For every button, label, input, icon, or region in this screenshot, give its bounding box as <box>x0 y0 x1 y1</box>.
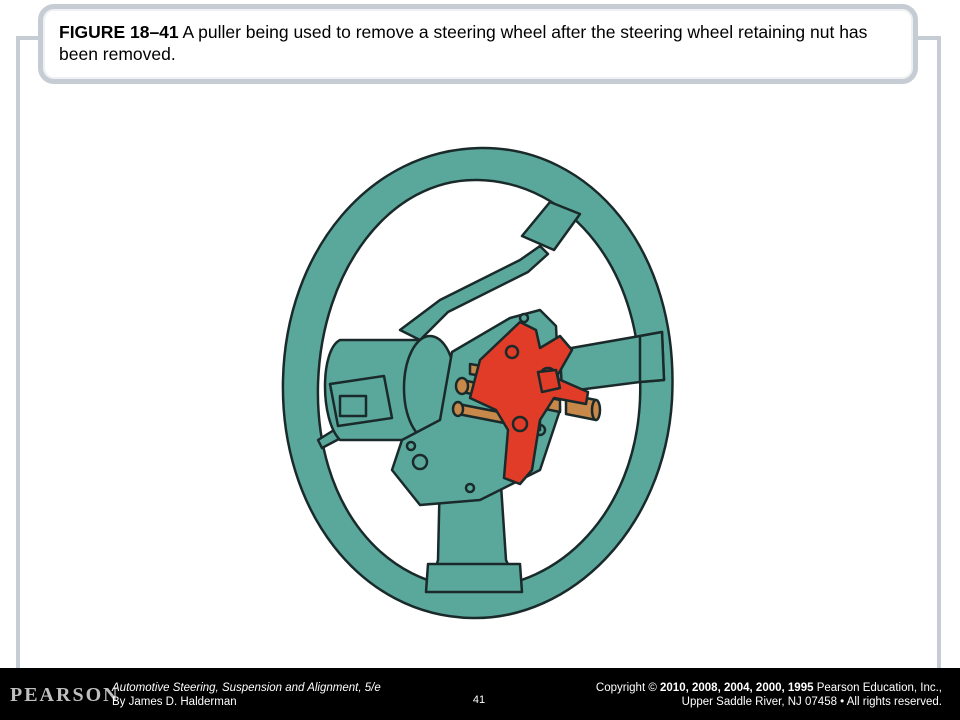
caption-box: FIGURE 18–41 A puller being used to remo… <box>38 4 918 84</box>
copyright-line-1: Copyright © 2010, 2008, 2004, 2000, 1995… <box>596 681 942 695</box>
figure-caption-text: A puller being used to remove a steering… <box>59 22 868 64</box>
copyright-holder: Pearson Education, Inc., <box>813 682 942 694</box>
lever-knob <box>520 200 582 252</box>
book-author: By James D. Halderman <box>112 696 237 708</box>
figure-label: FIGURE 18–41 <box>59 22 179 42</box>
copyright-line-2: Upper Saddle River, NJ 07458 • All right… <box>681 696 942 708</box>
book-info: Automotive Steering, Suspension and Alig… <box>112 681 381 709</box>
copyright-notice: Copyright © 2010, 2008, 2004, 2000, 1995… <box>596 681 942 709</box>
copyright-years: 2010, 2008, 2004, 2000, 1995 <box>660 682 814 694</box>
copyright-prefix: Copyright © <box>595 682 661 694</box>
page-number: 41 <box>472 694 486 706</box>
pearson-logo: PEARSON <box>10 684 120 706</box>
gear-puller-illustration <box>468 320 590 486</box>
turn-signal-lever <box>398 244 550 342</box>
slide-footer: PEARSON Automotive Steering, Suspension … <box>0 668 960 720</box>
book-title: Automotive Steering, Suspension and Alig… <box>112 682 381 694</box>
figure-caption: FIGURE 18–41 A puller being used to remo… <box>59 21 895 65</box>
